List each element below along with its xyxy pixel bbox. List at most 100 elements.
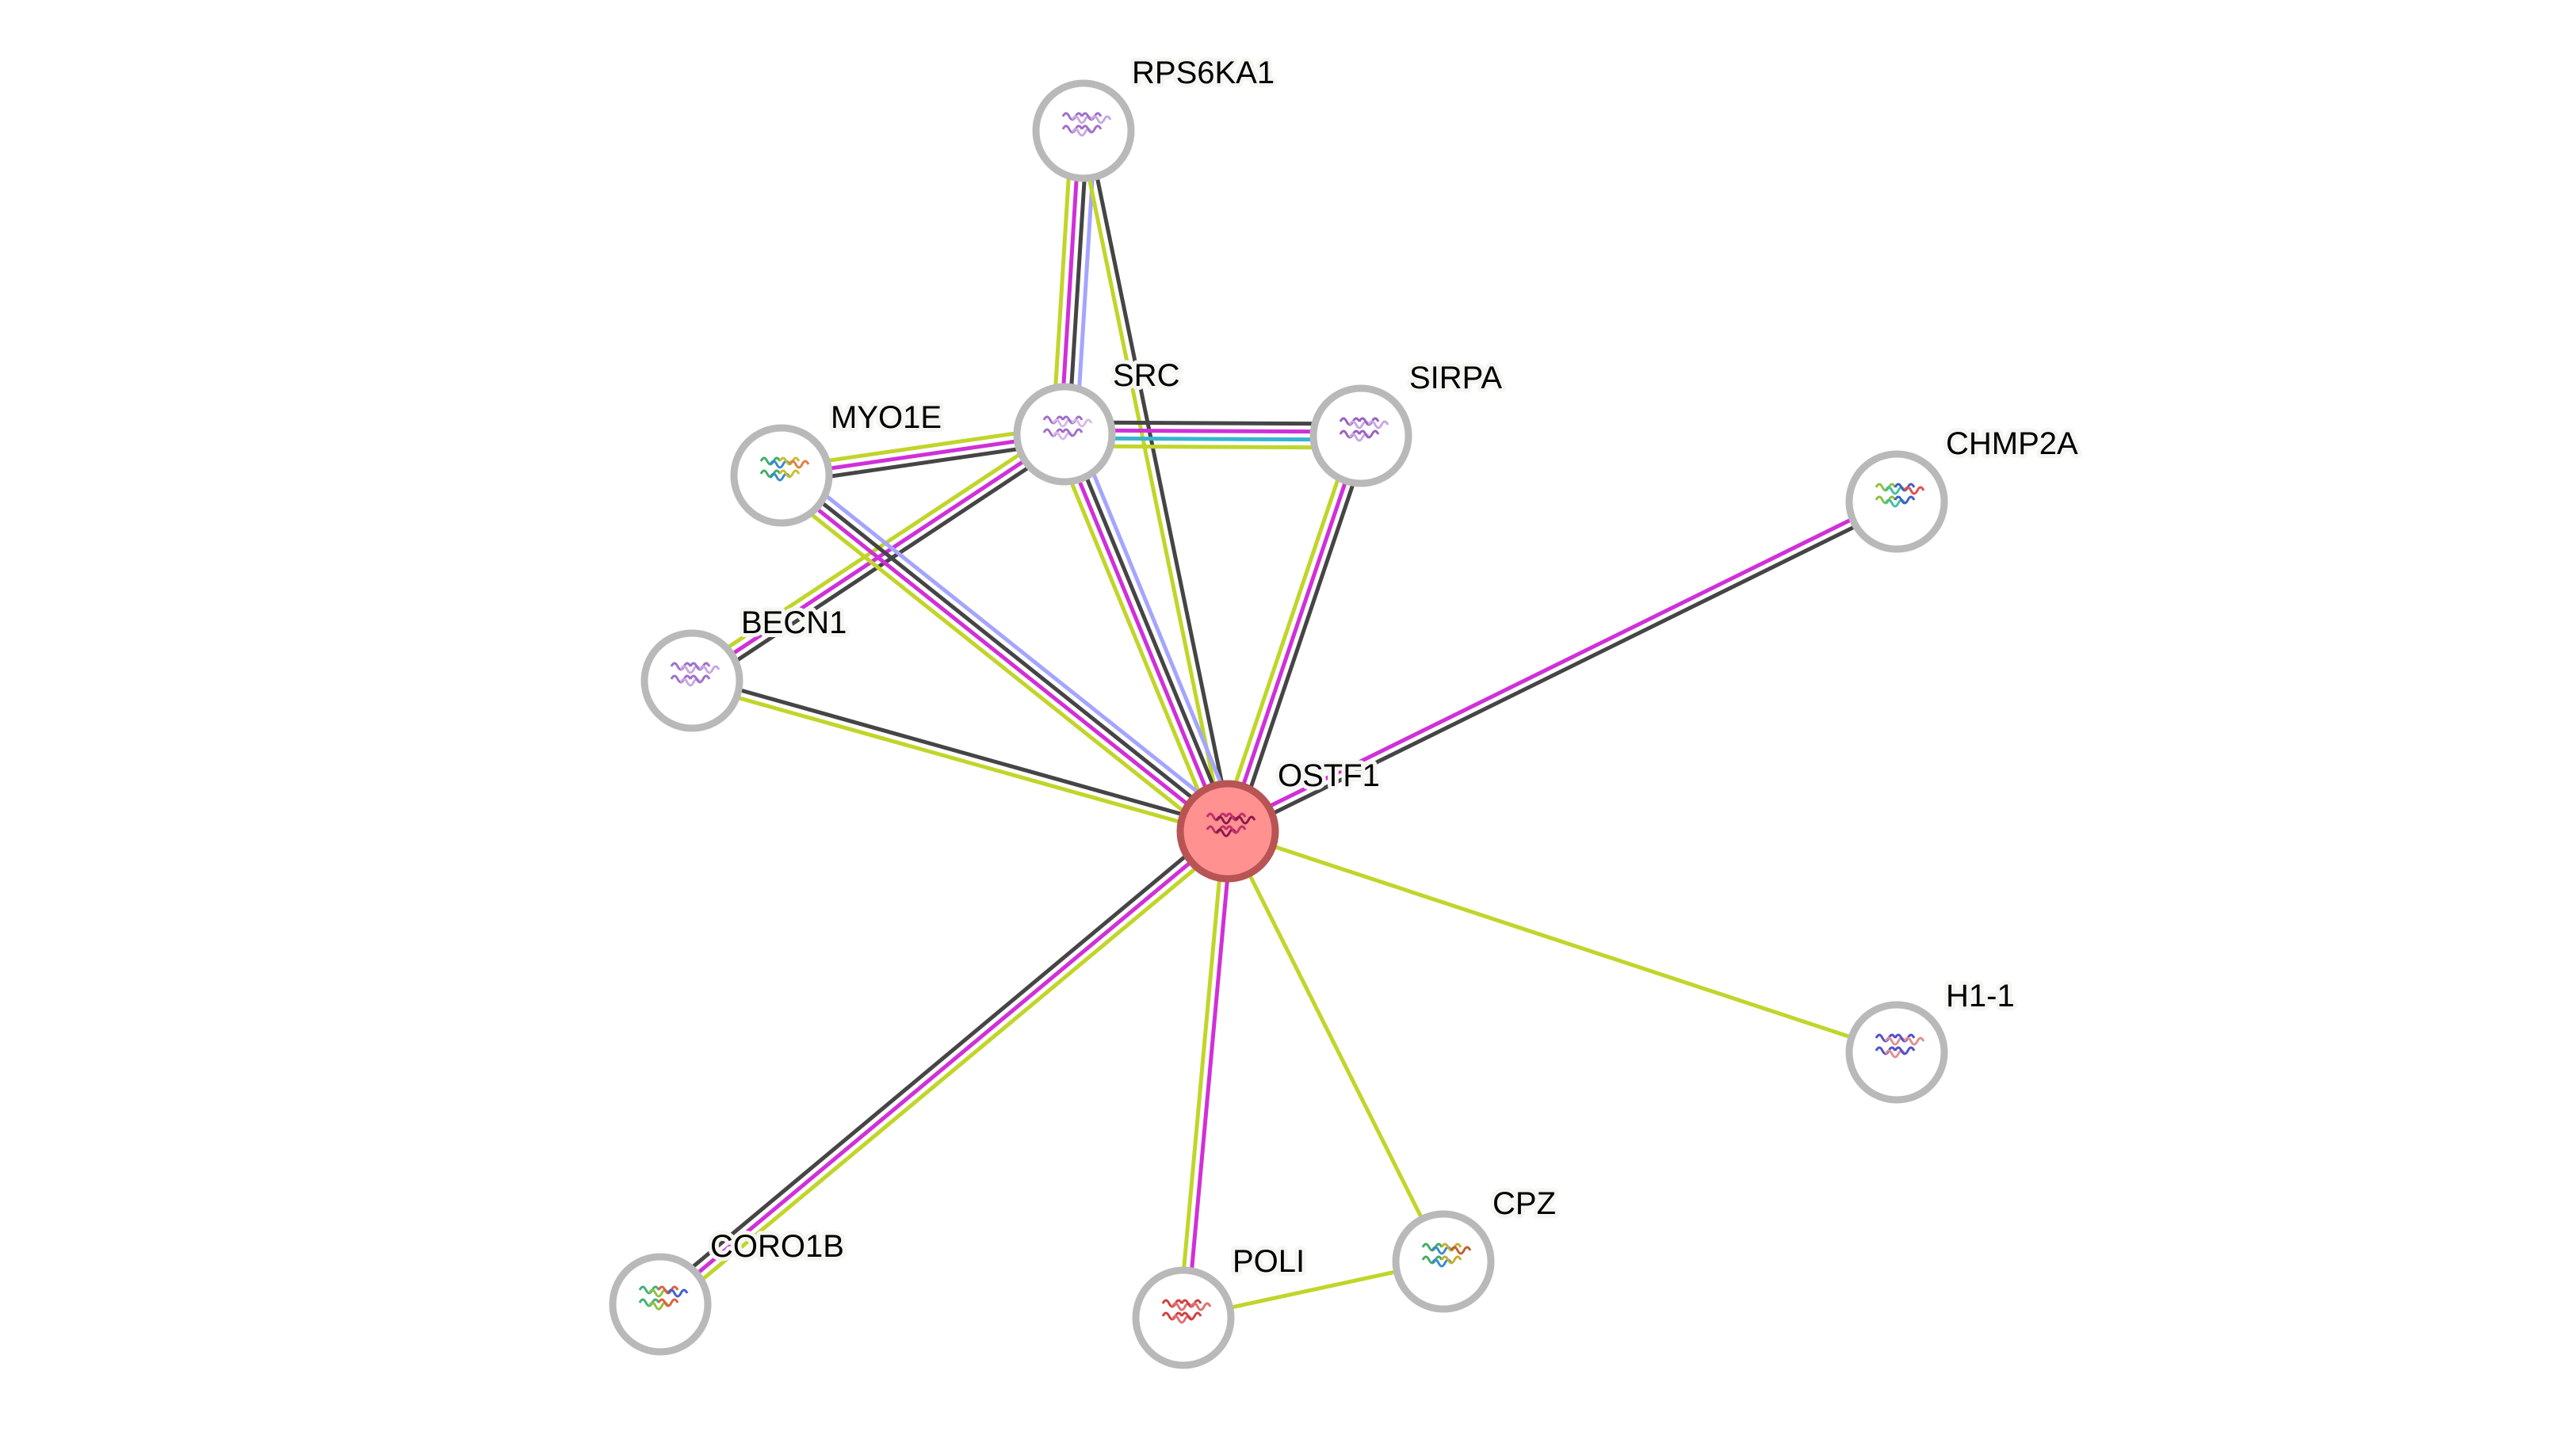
edge-line-textmining [1218,433,1355,830]
structure-helix [698,665,720,674]
structure-helix [1080,124,1103,134]
protein-structure-icon [1042,415,1093,441]
structure-helix [1903,486,1925,495]
node-circle[interactable] [609,1253,712,1356]
edge-line-textmining [1051,437,1219,837]
node-circle[interactable] [1845,450,1948,553]
protein-structure-icon [1061,112,1112,137]
edge-chmp2a-ostf1[interactable] [1225,496,1900,837]
edge-line-textmining [1177,830,1226,1318]
structure-helix [1367,420,1389,429]
structure-helix [1180,1311,1202,1321]
protein-structure-icon [1875,483,1925,508]
node-label-rps6ka1: RPS6KA1 [1132,55,1275,90]
node-becn1[interactable] [640,629,743,732]
edge-line-homology [787,464,1236,824]
edge-line-experiments [1225,435,1363,832]
node-label-cpz: CPZ [1492,1186,1556,1221]
node-label-becn1: BECN1 [741,605,847,640]
node-circle[interactable] [1013,383,1116,486]
structure-helix [788,460,810,469]
node-label-h1-1: H1-1 [1946,979,2015,1013]
structure-helix [1450,1246,1472,1255]
node-coro1b[interactable] [609,1253,712,1356]
node-poli[interactable] [1132,1266,1235,1369]
structure-helix [1071,418,1093,428]
node-circle[interactable] [1845,1001,1948,1104]
structure-helix [657,1298,679,1307]
structure-helix [1234,815,1256,825]
structure-helix [1061,428,1084,437]
node-label-ostf1: OSTF1 [1278,758,1380,793]
protein-structure-icon [1161,1299,1212,1324]
protein-structure-icon [638,1285,689,1311]
structure-helix [778,469,801,479]
node-circle[interactable] [1032,79,1135,182]
edge-line-coexpression [782,471,1232,830]
edge-line-homology [1074,131,1098,436]
structure-helix [1440,1255,1462,1265]
structure-helix [667,1288,689,1298]
protein-structure-icon [759,456,810,482]
edge-sirpa-ostf1[interactable] [1218,433,1370,834]
edge-line-textmining [690,682,1228,838]
structure-helix [1090,115,1112,124]
edge-line-textmining [686,426,1061,676]
node-label-poli: POLI [1233,1244,1305,1279]
edge-line-textmining [1227,829,1898,1055]
node-chmp2a[interactable] [1845,450,1948,553]
edge-h1-1-ostf1[interactable] [1227,829,1898,1055]
edge-poli-ostf1[interactable] [1177,830,1234,1319]
structure-helix [1225,825,1247,834]
edge-line-coexpression [1085,129,1234,831]
node-sirpa[interactable] [1309,384,1412,487]
edge-src-ostf1[interactable] [1051,429,1241,837]
node-src[interactable] [1013,383,1116,486]
edge-line-textmining [1077,131,1226,833]
protein-structure-icon [1421,1242,1472,1268]
node-circle[interactable] [1309,384,1412,487]
edge-line-coexpression [1066,432,1233,831]
node-label-coro1b: CORO1B [710,1229,844,1264]
node-myo1e[interactable] [730,424,833,527]
node-cpz[interactable] [1392,1210,1495,1313]
edge-becn1-ostf1[interactable] [690,674,1230,838]
edge-myo1e-ostf1[interactable] [773,464,1236,842]
node-label-chmp2a: CHMP2A [1946,426,2078,461]
edge-line-experiments [659,830,1229,1306]
node-rps6ka1[interactable] [1032,79,1135,182]
nodes-layer [609,79,1948,1369]
structure-helix [1190,1302,1212,1311]
protein-structure-icon [1339,417,1389,442]
structure-helix [689,674,711,684]
edge-rps6ka1-ostf1[interactable] [1077,129,1234,833]
node-label-myo1e: MYO1E [831,400,942,435]
node-circle[interactable] [1132,1266,1235,1369]
edge-line-textmining [773,483,1222,842]
edge-line-homology [1073,429,1241,828]
node-label-sirpa: SIRPA [1409,361,1502,395]
edges-layer [653,129,1900,1320]
protein-structure-icon [1206,812,1256,838]
protein-structure-icon [1875,1033,1925,1059]
edge-coro1b-ostf1[interactable] [653,823,1235,1312]
structure-helix [1894,1046,1916,1055]
node-h1-1[interactable] [1845,1001,1948,1104]
node-circle[interactable] [640,629,743,732]
edge-line-experiments [1225,496,1896,830]
edge-line-textmining [1050,129,1074,434]
node-circle[interactable] [1392,1210,1495,1313]
edge-line-coexpression [695,439,1070,689]
edge-line-textmining [1225,830,1446,1263]
edge-line-coexpression [1229,503,1900,837]
structure-helix [1903,1036,1925,1046]
node-circle[interactable] [1176,780,1279,883]
node-circle[interactable] [730,424,833,527]
node-label-src: SRC [1113,358,1179,393]
edge-line-coexpression [653,823,1225,1300]
edge-line-textmining [663,835,1235,1312]
node-ostf1[interactable] [1176,780,1279,883]
edge-cpz-ostf1[interactable] [1225,830,1446,1263]
